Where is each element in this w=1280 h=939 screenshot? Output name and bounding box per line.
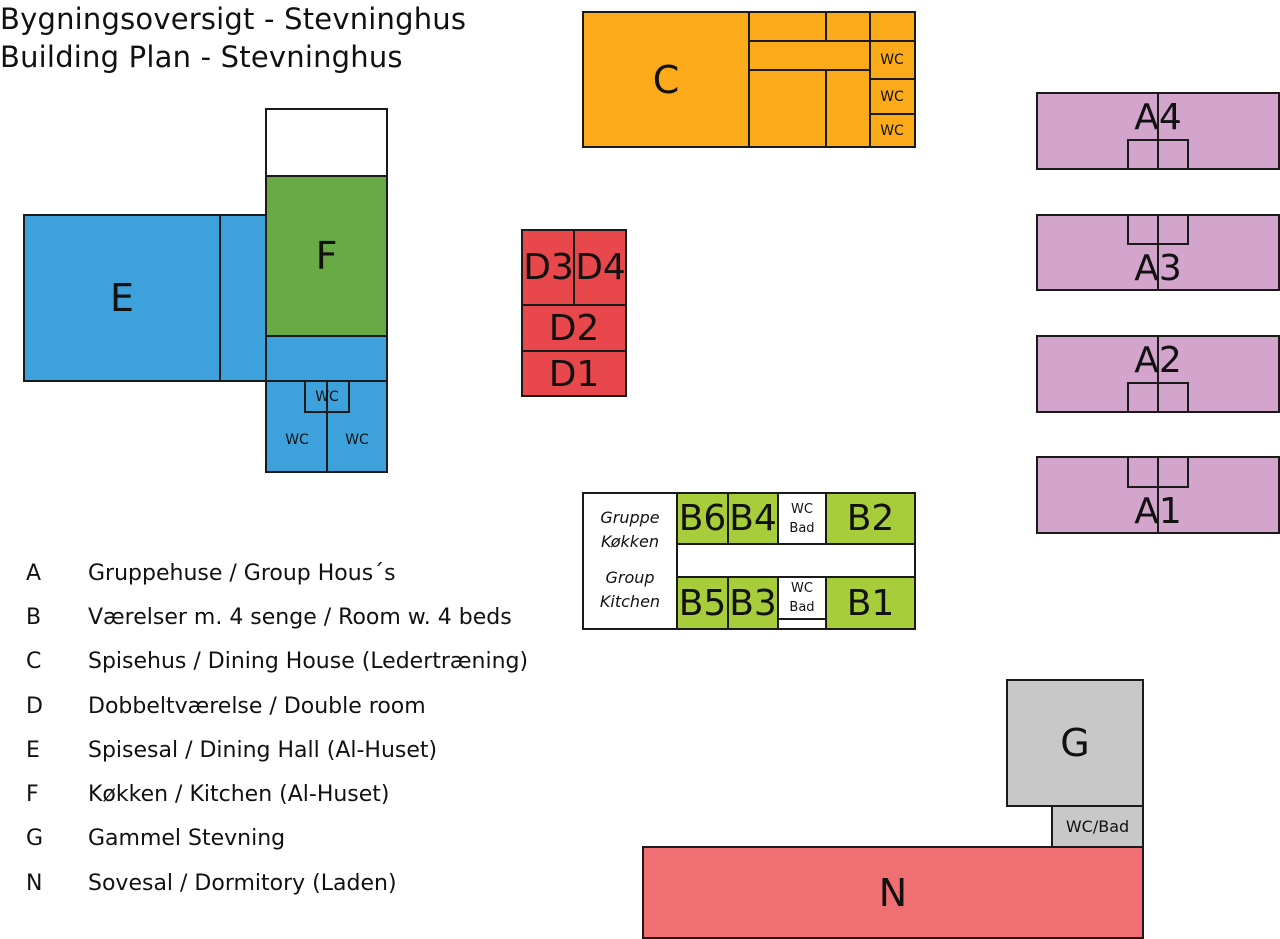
wc-label: WC: [791, 581, 813, 596]
wc-room: [304, 380, 350, 413]
room-b1-label: B1: [846, 582, 895, 624]
room-d3-label: D3: [523, 247, 574, 288]
building-f-body: [265, 175, 388, 337]
legend: A Gruppehuse / Group Hous´s B Værelser m. …: [26, 551, 528, 905]
building-a4-label: A4: [1134, 96, 1182, 138]
building-n-label: N: [878, 870, 908, 915]
wall: [326, 380, 328, 473]
legend-item: B Værelser m. 4 senge / Room w. 4 beds: [26, 595, 528, 639]
wall: [869, 40, 916, 42]
wall: [1157, 214, 1159, 291]
legend-text: Gruppehuse / Group Hous´s: [88, 560, 396, 586]
wall: [825, 69, 827, 148]
room-b4-label: B4: [729, 498, 777, 539]
building-a2-label: A2: [1134, 339, 1182, 381]
building-g-body: G: [1006, 679, 1144, 807]
legend-text: Spisehus / Dining House (Ledertræning): [88, 649, 529, 675]
legend-key: D: [26, 693, 43, 719]
room-b2: B2: [825, 492, 916, 545]
building-a1-label: A1: [1134, 490, 1182, 532]
wall: [825, 11, 827, 42]
legend-key: G: [26, 826, 44, 852]
legend-item: C Spisehus / Dining House (Ledertræning): [26, 640, 528, 684]
legend-text: Sovesal / Dormitory (Laden): [88, 870, 397, 896]
building-n-body: N: [642, 846, 1144, 939]
room-b4: B4: [727, 492, 779, 545]
wc-label: WC: [880, 122, 904, 139]
wc-bad-label: WC/Bad: [1065, 817, 1130, 836]
group-kitchen-label-da: Gruppe Køkken: [584, 505, 676, 555]
room-b1: B1: [825, 576, 916, 630]
wc-bad-room: WC Bad: [777, 492, 827, 545]
gruppe-text: Gruppe: [600, 508, 660, 527]
wall: [1157, 456, 1159, 534]
group-text: Group: [605, 568, 655, 587]
building-f-label: F: [315, 234, 338, 278]
legend-key: C: [26, 649, 42, 675]
wall: [521, 350, 627, 352]
legend-text: Dobbeltværelse / Double room: [88, 693, 426, 719]
room-b5-label: B5: [678, 582, 727, 624]
kitchen-text: Kitchen: [599, 592, 661, 611]
room-d2-label: D2: [548, 307, 600, 349]
wall: [1157, 92, 1159, 170]
building-c-label: C: [652, 57, 680, 102]
building-e-label: E: [109, 276, 134, 320]
wall: [748, 69, 870, 71]
room-b5: B5: [676, 576, 729, 630]
legend-text: Værelser m. 4 senge / Room w. 4 beds: [88, 604, 512, 630]
building-f-annex: [265, 108, 388, 177]
map-title-danish: Bygningsoversigt - Stevninghus: [0, 2, 467, 36]
room-d1-label: D1: [548, 353, 600, 395]
legend-item: E Spisesal / Dining Hall (Al-Huset): [26, 728, 528, 772]
wc-label: WC: [285, 432, 309, 448]
legend-key: E: [26, 737, 40, 763]
building-g-label: G: [1060, 721, 1090, 765]
legend-key: A: [26, 560, 42, 586]
building-a3-label: A3: [1134, 247, 1182, 289]
wc-bad-room: WC Bad: [777, 576, 827, 620]
room-b2-label: B2: [846, 498, 895, 539]
wall: [748, 11, 750, 148]
wc-label: WC: [880, 52, 904, 68]
legend-text: Køkken / Kitchen (Al-Huset): [88, 782, 390, 808]
kokken-text: Køkken: [600, 532, 660, 551]
wall: [521, 304, 627, 306]
legend-key: N: [26, 870, 43, 896]
legend-key: F: [26, 782, 39, 808]
wall: [1157, 335, 1159, 413]
legend-item: F Køkken / Kitchen (Al-Huset): [26, 772, 528, 816]
wall: [869, 113, 916, 115]
room-b3: B3: [727, 576, 779, 630]
group-kitchen-label-en: Group Kitchen: [584, 565, 676, 615]
wc-label: WC: [345, 432, 369, 448]
wc-bad-room: WC/Bad: [1051, 805, 1144, 848]
bad-label: Bad: [789, 600, 815, 615]
map-title-english: Building Plan - Stevninghus: [0, 40, 403, 74]
wall: [219, 214, 221, 382]
wall: [748, 40, 870, 42]
legend-item: A Gruppehuse / Group Hous´s: [26, 551, 528, 595]
legend-item: N Sovesal / Dormitory (Laden): [26, 861, 528, 905]
room-b6: B6: [676, 492, 729, 545]
legend-text: Spisesal / Dining Hall (Al-Huset): [88, 737, 438, 763]
bad-label: Bad: [789, 520, 815, 536]
room-b3-label: B3: [729, 582, 777, 624]
legend-item: D Dobbeltværelse / Double room: [26, 684, 528, 728]
room-b6-label: B6: [678, 498, 727, 539]
wc-label: WC: [880, 88, 904, 105]
legend-item: G Gammel Stevning: [26, 817, 528, 861]
legend-text: Gammel Stevning: [88, 826, 286, 852]
wall: [869, 78, 916, 80]
wc-label: WC: [791, 501, 813, 517]
wall: [573, 229, 575, 306]
room-d4-label: D4: [575, 247, 626, 288]
wc-label: WC: [315, 388, 339, 405]
legend-key: B: [26, 604, 42, 630]
wall: [676, 492, 678, 630]
